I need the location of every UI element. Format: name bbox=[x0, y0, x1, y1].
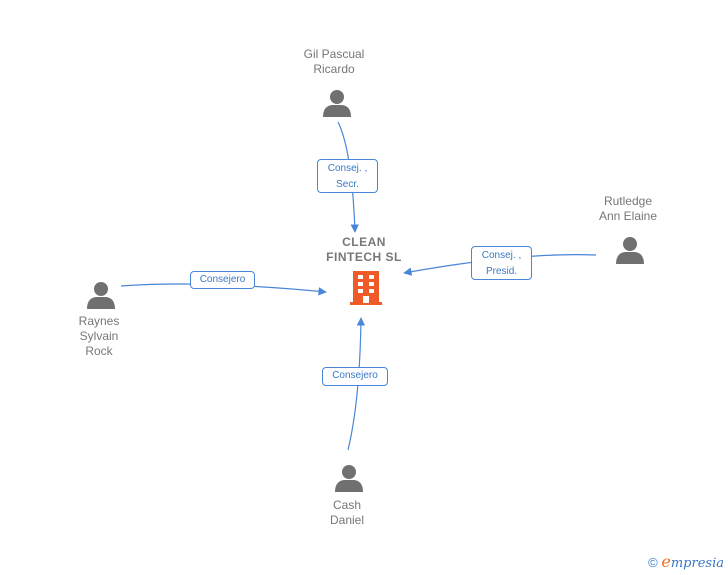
person-icon[interactable] bbox=[334, 463, 364, 493]
edge-cash-to-company bbox=[347, 317, 366, 451]
person-label-gil[interactable]: Gil Pascual Ricardo bbox=[284, 47, 384, 77]
brand-logo: empresia bbox=[661, 552, 724, 571]
footer-brand[interactable]: © empresia bbox=[648, 552, 724, 571]
person-name-line2: Ann Elaine bbox=[598, 209, 658, 223]
person-name-line1: Cash bbox=[332, 498, 361, 512]
person-name-line2: Ricardo bbox=[313, 62, 355, 76]
company-name-line2: FINTECH SL bbox=[326, 250, 402, 264]
edge-label-raynes[interactable]: Consejero bbox=[190, 271, 255, 289]
edge-role-line2: Presid. bbox=[485, 266, 518, 277]
person-name-line1: Gil Pascual bbox=[303, 47, 365, 61]
company-name-line1: CLEAN bbox=[342, 235, 386, 249]
copyright-icon: © bbox=[648, 555, 658, 570]
person-name-line1: Raynes bbox=[78, 314, 120, 328]
person-name-line2: Daniel bbox=[329, 513, 365, 527]
edge-role-line1: Consejero bbox=[199, 274, 246, 285]
person-name-line1: Rutledge bbox=[603, 194, 653, 208]
person-label-cash[interactable]: Cash Daniel bbox=[297, 498, 397, 528]
person-name-line2: Sylvain bbox=[79, 329, 119, 343]
edge-role-line1: Consej. , bbox=[481, 250, 522, 261]
brand-initial: e bbox=[661, 552, 671, 571]
person-label-raynes[interactable]: Raynes Sylvain Rock bbox=[49, 314, 149, 359]
edge-label-cash[interactable]: Consejero bbox=[322, 367, 388, 386]
person-icon[interactable] bbox=[86, 280, 116, 310]
person-label-rutledge[interactable]: Rutledge Ann Elaine bbox=[578, 194, 678, 224]
edge-role-line1: Consejero bbox=[332, 370, 378, 381]
person-name-line3: Rock bbox=[85, 344, 113, 358]
edge-label-rutledge[interactable]: Consej. , Presid. bbox=[471, 246, 532, 280]
edge-role-line1: Consej. , bbox=[327, 163, 368, 174]
brand-rest: mpresia bbox=[670, 556, 724, 571]
person-icon[interactable] bbox=[322, 88, 352, 118]
building-icon[interactable] bbox=[350, 271, 382, 305]
edge-role-line2: Secr. bbox=[336, 179, 359, 190]
edge-label-gil[interactable]: Consej. , Secr. bbox=[317, 159, 378, 193]
company-name[interactable]: CLEAN FINTECH SL bbox=[314, 235, 414, 265]
person-icon[interactable] bbox=[615, 235, 645, 265]
